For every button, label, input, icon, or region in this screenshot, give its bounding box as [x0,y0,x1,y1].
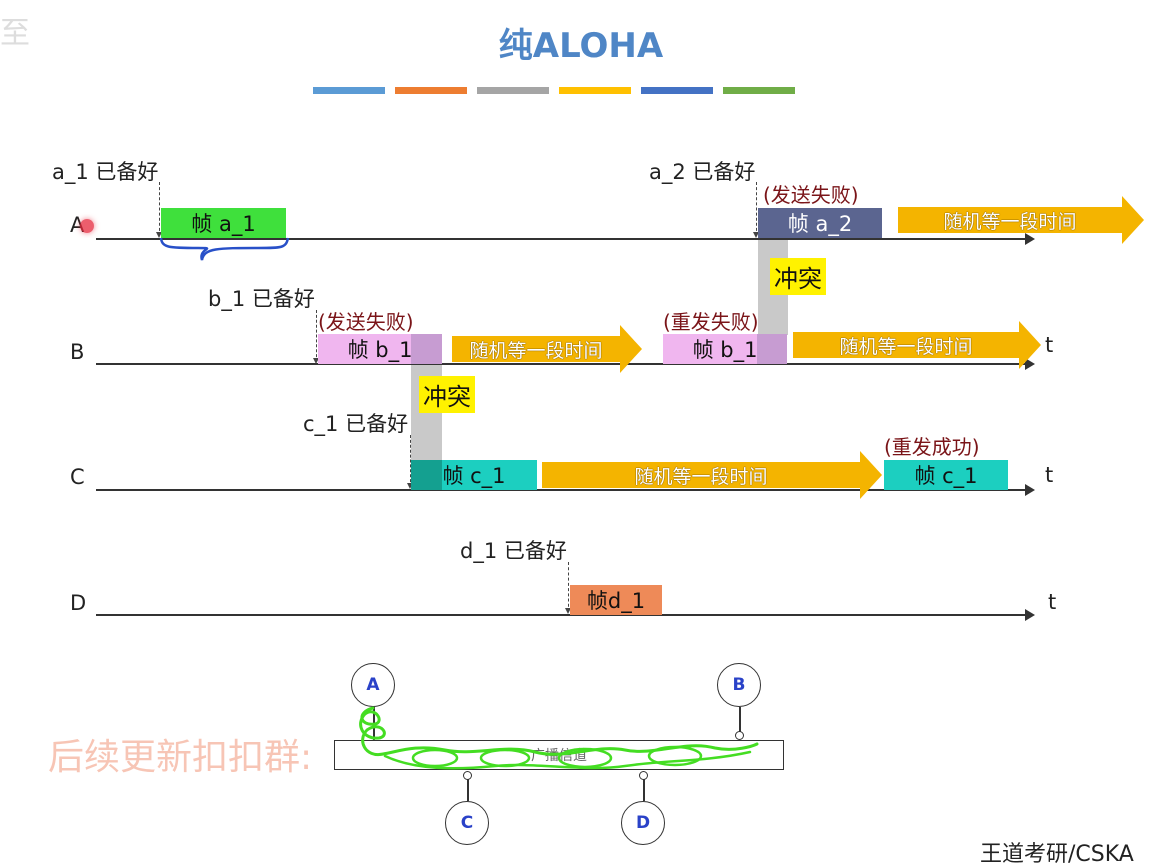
brace-annotation [159,237,290,261]
pointer-marker [80,219,94,233]
ready-label-a1: a_1 已备好 [52,160,159,184]
tap-d [639,771,648,780]
frame-c1: 帧 c_1 [411,460,537,490]
signal-scribble [359,706,759,770]
ready-label-b1: b_1 已备好 [208,287,315,311]
frame-d1: 帧d_1 [570,585,662,615]
color-bar-6 [723,87,795,94]
row-label-d: D [70,591,87,615]
ready-label-a2: a_2 已备好 [649,160,756,184]
tap-b [735,731,744,740]
row-label-b: B [70,340,85,364]
time-axis-d [96,609,1035,621]
time-label-b: t [1045,333,1054,357]
stem-c [467,777,469,801]
credit-text: 王道考研/CSKA [980,842,1134,867]
tap-c [463,771,472,780]
time-axis-b [96,358,1035,370]
stem-b [739,707,741,735]
color-bar-1 [313,87,385,94]
wait-arrow-b1: 随机等一段时间 [452,325,642,373]
row-label-c: C [70,465,85,489]
ready-label-d1: d_1 已备好 [460,539,567,563]
time-axis-c [96,484,1035,496]
ready-marker-d1 [565,562,571,614]
color-bar-4 [559,87,631,94]
decor-glyph: 至 [0,16,30,51]
node-c: C [445,801,489,845]
frame-a1: 帧 a_1 [161,208,286,238]
color-bar-5 [641,87,713,94]
ready-label-c1: c_1 已备好 [303,412,409,436]
node-d: D [621,801,665,845]
row-label-a: A [70,213,85,237]
node-b: B [717,663,761,707]
status-b1-retry-fail: (重发失败) [663,310,759,334]
color-bar-3 [477,87,549,94]
frame-c1-retry: 帧 c_1 [884,460,1008,490]
frame-b1-retry: 帧 b_1 [663,334,787,364]
status-c1-retry-ok: (重发成功) [884,435,980,459]
time-axis-a [96,233,1035,245]
ready-marker-c1 [407,435,413,489]
time-label-d: t [1048,590,1057,614]
watermark-text: 后续更新扣扣群: [48,737,313,778]
wait-arrow-c: 随机等一段时间 [542,451,882,499]
status-b1-fail: (发送失败) [318,310,414,334]
frame-b1: 帧 b_1 [318,334,442,364]
color-bar-2 [395,87,467,94]
stem-d [643,777,645,801]
wait-arrow-a: 随机等一段时间 [898,196,1144,244]
status-a2-fail: (发送失败) [763,183,859,207]
collision-label-bc: 冲突 [419,376,475,413]
ready-marker-a2 [753,182,759,238]
node-a: A [351,663,395,707]
wait-arrow-b2: 随机等一段时间 [793,321,1041,369]
ready-marker-a1 [156,182,162,238]
time-label-c: t [1045,463,1054,487]
page-title: 纯ALOHA [498,26,664,66]
ready-marker-b1 [313,310,319,364]
collision-label-ab: 冲突 [770,258,826,295]
frame-a2: 帧 a_2 [758,208,882,238]
